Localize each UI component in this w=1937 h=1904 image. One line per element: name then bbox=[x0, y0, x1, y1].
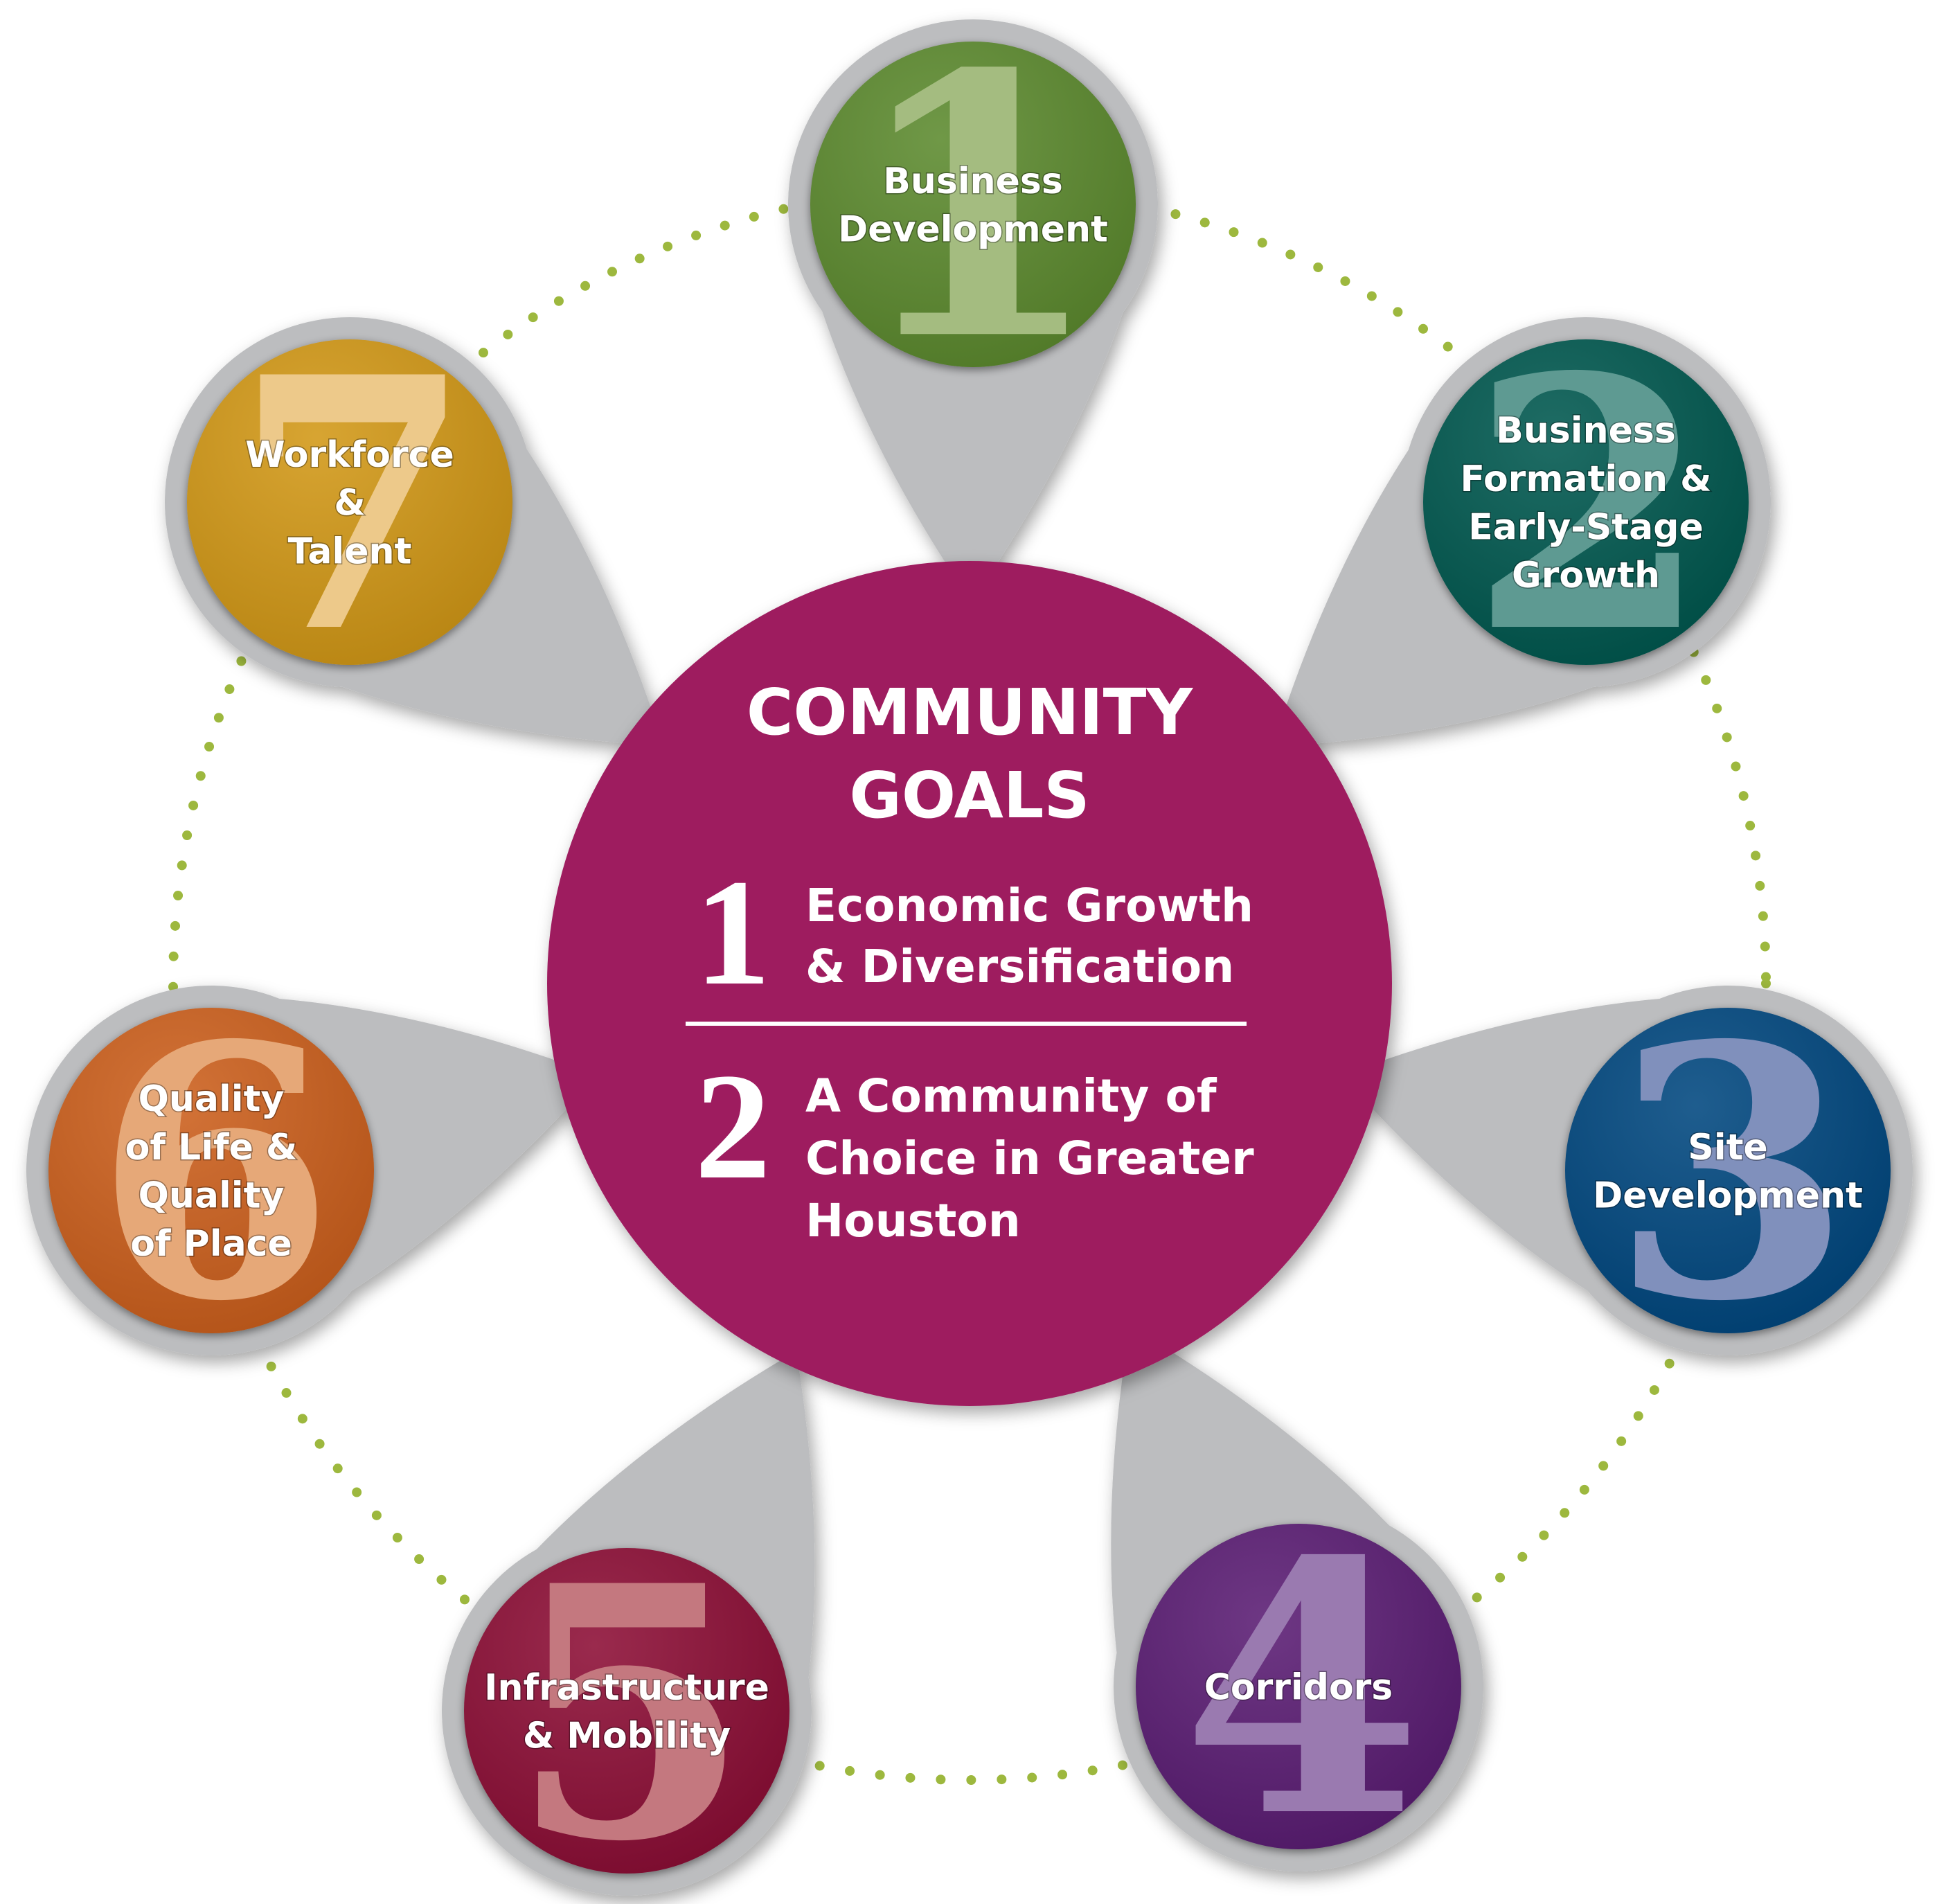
pin-label-3-line-1: Site bbox=[1688, 1127, 1767, 1168]
pin-label-6-line-2: of Life & bbox=[125, 1127, 298, 1168]
center-goals: COMMUNITY GOALS 1 Economic Growth & Diversif… bbox=[547, 561, 1392, 1406]
pin-label-5-line-1: Infrastructure bbox=[484, 1667, 769, 1709]
center-goal-1-line-1: Economic Growth bbox=[805, 879, 1253, 932]
pin-label-1-line-2: Development bbox=[838, 209, 1108, 251]
pin-numeral-4: 4 bbox=[1181, 1486, 1422, 1893]
center-title-line2: GOALS bbox=[849, 758, 1089, 833]
pin-label-6-line-3: Quality bbox=[139, 1175, 285, 1217]
pin-label-4-line-1: Corridors bbox=[1204, 1667, 1393, 1709]
pin-numeral-2: 2 bbox=[1469, 302, 1710, 709]
pin-label-7-line-3: Talent bbox=[288, 531, 412, 572]
center-title-line1: COMMUNITY bbox=[747, 675, 1194, 749]
pin-numeral-3: 3 bbox=[1611, 970, 1852, 1377]
pin-numeral-6: 6 bbox=[94, 970, 335, 1377]
pin-disc-shine-2 bbox=[1423, 339, 1749, 665]
center-goal-2-line-1: A Community of bbox=[805, 1069, 1217, 1123]
center-circle bbox=[547, 561, 1392, 1406]
center-goal-1-line-2: & Diversification bbox=[805, 940, 1234, 993]
pin-numeral-7: 7 bbox=[233, 302, 474, 709]
pin-label-6-line-4: of Place bbox=[130, 1223, 292, 1265]
pin-numeral-1: 1 bbox=[851, 0, 1102, 419]
pin-label-3-line-2: Development bbox=[1593, 1175, 1863, 1217]
pin-disc-shine-5 bbox=[464, 1548, 789, 1874]
pin-disc-shine-4 bbox=[1136, 1524, 1461, 1849]
pin-label-7-line-1: Workforce bbox=[245, 434, 454, 476]
pin-label-2-line-3: Early-Stage bbox=[1468, 507, 1703, 549]
center-goal-number-2: 2 bbox=[695, 1042, 771, 1211]
center-goal-2-line-3: Houston bbox=[805, 1194, 1021, 1247]
pin-numeral-5: 5 bbox=[510, 1511, 751, 1904]
pin-label-6-line-1: Quality bbox=[139, 1078, 285, 1120]
center-goal-number-1: 1 bbox=[695, 848, 771, 1017]
pin-label-1-line-1: Business bbox=[883, 161, 1063, 202]
pin-disc-shine-1 bbox=[810, 42, 1136, 367]
pin-label-5-line-2: & Mobility bbox=[523, 1716, 731, 1757]
pin-label-2-line-4: Growth bbox=[1512, 555, 1660, 596]
pin-disc-shine-6 bbox=[48, 1008, 374, 1333]
pin-disc-shine-7 bbox=[187, 339, 512, 665]
pin-disc-shine-3 bbox=[1565, 1008, 1891, 1333]
pin-label-2-line-1: Business bbox=[1496, 410, 1676, 452]
center-goal-2-line-2: Choice in Greater bbox=[805, 1132, 1254, 1185]
pin-label-7-line-2: & bbox=[334, 483, 365, 524]
pin-label-2-line-2: Formation & bbox=[1461, 459, 1712, 500]
